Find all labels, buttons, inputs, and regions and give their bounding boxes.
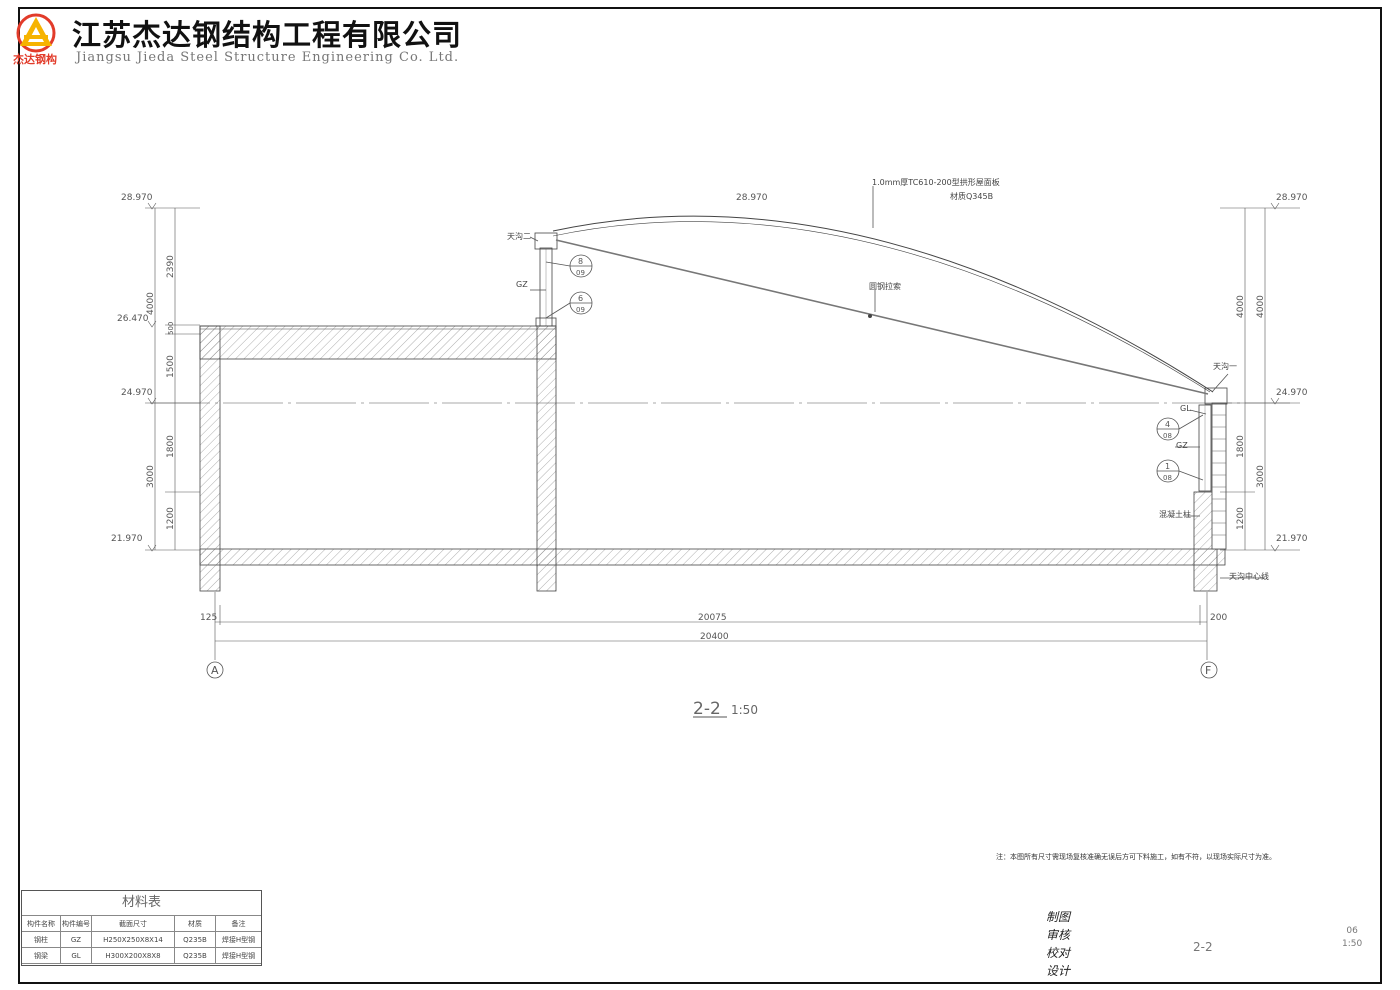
roof-panel-label: 1.0mm厚TC610-200型拱形屋面板 xyxy=(872,178,1000,187)
upper-slab xyxy=(199,325,557,360)
gz-left-label: GZ xyxy=(516,280,528,289)
table-header-row: 构件名称 构件编号 截面尺寸 材质 备注 xyxy=(22,915,261,932)
elev-top-center: 28.970 xyxy=(736,193,768,203)
gutter-centerline-label: 天沟中心线 xyxy=(1229,572,1269,581)
tie-rod xyxy=(555,239,1209,395)
signature-drawn: 制图 xyxy=(1046,910,1071,924)
roof-material-label: 材质Q345B xyxy=(950,192,994,201)
callout-sheet-6: 09 xyxy=(576,306,585,314)
table-header-cell: 构件名称 xyxy=(22,915,61,932)
dim-left-4000: 4000 xyxy=(146,292,156,315)
axis-label-f: F xyxy=(1205,664,1211,677)
logo-text: 杰达钢构 xyxy=(13,53,57,66)
table-cell: 焊接H型钢 xyxy=(215,931,261,948)
gz-right-label: GZ xyxy=(1176,441,1188,450)
axis-a-circle xyxy=(206,661,224,679)
company-name-cn: 江苏杰达钢结构工程有限公司 xyxy=(72,18,463,52)
table-cell: Q235B xyxy=(174,947,216,964)
dim-span-right-offset: 200 xyxy=(1210,613,1227,623)
concrete-column-label: 混凝土柱 xyxy=(1159,510,1191,519)
gutter-left-label: 天沟二 xyxy=(507,232,531,241)
callout-num-8: 8 xyxy=(578,257,583,266)
table-cell: 钢柱 xyxy=(22,931,61,948)
sheet-number: 06 xyxy=(1346,926,1358,936)
elev-top-right: 28.970 xyxy=(1276,193,1308,203)
material-table: 材料表 构件名称 构件编号 截面尺寸 材质 备注 钢柱 GZ H250X250X… xyxy=(21,890,262,966)
sheet-border xyxy=(18,7,1382,984)
table-header-cell: 构件编号 xyxy=(60,915,92,932)
view-scale: 1:50 xyxy=(731,703,758,717)
callout-sheet-1: 08 xyxy=(1163,474,1172,482)
callout-num-1: 1 xyxy=(1165,462,1170,471)
axis-label-a: A xyxy=(211,664,219,677)
signature-review: 审核 xyxy=(1046,928,1071,942)
table-cell: GL xyxy=(60,947,92,964)
middle-column xyxy=(536,325,557,592)
callout-num-4: 4 xyxy=(1165,420,1170,429)
table-cell: H300X200X8X8 xyxy=(91,947,175,964)
table-cell: H250X250X8X14 xyxy=(91,931,175,948)
elev-bottom-left: 21.970 xyxy=(111,534,143,544)
dim-span-inner: 20075 xyxy=(698,613,727,623)
view-title: 2-2 xyxy=(693,699,721,719)
dim-right-4000b: 4000 xyxy=(1256,295,1266,318)
tie-rod-label: 圆钢拉索 xyxy=(869,282,901,291)
elev-top-left: 28.970 xyxy=(121,193,153,203)
sheet-scale: 1:50 xyxy=(1342,939,1363,949)
table-cell: 钢梁 xyxy=(22,947,61,964)
material-table-grid: 构件名称 构件编号 截面尺寸 材质 备注 钢柱 GZ H250X250X8X14… xyxy=(22,915,261,964)
company-name-en: Jiangsu Jieda Steel Structure Engineerin… xyxy=(76,50,460,65)
arch-roof xyxy=(552,215,1214,393)
signature-check: 校对 xyxy=(1046,946,1071,960)
dim-right-1800: 1800 xyxy=(1236,435,1246,458)
brick-wall xyxy=(1211,402,1227,550)
axis-f-circle xyxy=(1200,661,1218,679)
table-header-cell: 截面尺寸 xyxy=(91,915,175,932)
gutter-right-label: 天沟一 xyxy=(1213,362,1237,371)
gl-label: GL xyxy=(1180,404,1191,413)
left-wall xyxy=(199,325,221,592)
signature-design: 设计 xyxy=(1046,964,1071,978)
section-drawing xyxy=(145,186,1300,679)
elev-bottom-right: 21.970 xyxy=(1276,534,1308,544)
gutter-right xyxy=(1204,387,1228,405)
callout-sheet-4: 08 xyxy=(1163,432,1172,440)
callout-num-6: 6 xyxy=(578,294,583,303)
table-row: 钢柱 GZ H250X250X8X14 Q235B 焊接H型钢 xyxy=(22,931,261,948)
dim-left-2390: 2390 xyxy=(166,255,176,278)
table-header-cell: 备注 xyxy=(215,915,261,932)
drawing-note: 注：本图所有尺寸需现场复核准确无误后方可下料施工，如有不符，以现场实际尺寸为准。 xyxy=(996,853,1276,861)
dim-left-3000: 3000 xyxy=(146,465,156,488)
table-row: 钢梁 GL H300X200X8X8 Q235B 焊接H型钢 xyxy=(22,947,261,964)
dim-left-500: 500 xyxy=(167,322,175,335)
dim-left-1500: 1500 xyxy=(166,355,176,378)
sheet-number-block: 06 1:50 xyxy=(1342,925,1362,951)
elev-base-left: 24.970 xyxy=(121,388,153,398)
signature-block: 制图 审核 校对 设计 xyxy=(1046,908,1086,980)
elev-mid-left: 26.470 xyxy=(117,314,149,324)
dim-left-1800: 1800 xyxy=(166,435,176,458)
dim-left-1200: 1200 xyxy=(166,507,176,530)
gutter-left xyxy=(534,232,558,250)
dim-right-3000: 3000 xyxy=(1256,465,1266,488)
sheet-name: 2-2 xyxy=(1193,940,1213,954)
table-cell: Q235B xyxy=(174,931,216,948)
table-header-cell: 材质 xyxy=(174,915,216,932)
floor-slab xyxy=(199,548,1226,566)
material-table-title: 材料表 xyxy=(22,891,261,916)
table-cell: GZ xyxy=(60,931,92,948)
company-logo-icon xyxy=(16,13,56,53)
dim-span-total: 20400 xyxy=(700,632,729,642)
table-cell: 焊接H型钢 xyxy=(215,947,261,964)
callout-sheet-8: 09 xyxy=(576,269,585,277)
dim-span-left-offset: 125 xyxy=(200,613,217,623)
elev-base-right: 24.970 xyxy=(1276,388,1308,398)
dim-right-4000: 4000 xyxy=(1236,295,1246,318)
dim-right-1200: 1200 xyxy=(1236,507,1246,530)
